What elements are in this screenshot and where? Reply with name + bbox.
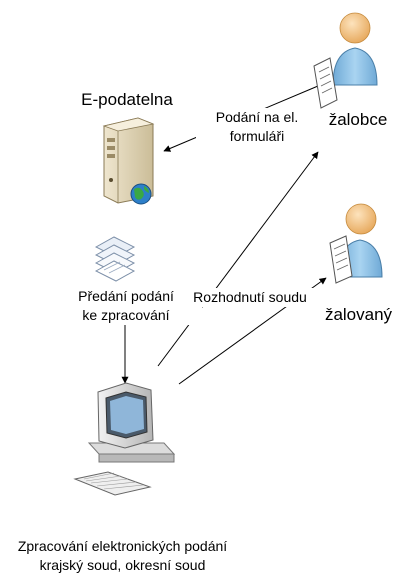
predani-document-stack-icon [94,236,136,282]
court-label-line2: krajský soud, okresní soud [39,557,206,573]
podani-label-line2: formuláři [196,127,318,146]
rozhodnuti-label: Rozhodnutí soudu [183,288,317,307]
predani-label-line1: Předání podání [50,287,202,306]
zalobce-label: žalobce [328,110,388,129]
zalovany-label: žalovaný [324,305,393,324]
epodatelna-label: E-podatelna [81,90,173,109]
arrow-to-zalobce [157,151,319,367]
podani-document-icon [313,57,338,109]
globe-icon [130,183,152,205]
podani-label-line1: Podání na el. [196,108,318,127]
court-label-line1: Zpracování elektronických podání [17,538,228,554]
court-computer-icon [73,382,176,496]
zalobce-person-icon [332,12,378,86]
predani-label-line2: ke zpracování [50,306,202,325]
rozhodnuti-document-icon [329,235,353,284]
epodatelna-server-icon [102,117,155,204]
